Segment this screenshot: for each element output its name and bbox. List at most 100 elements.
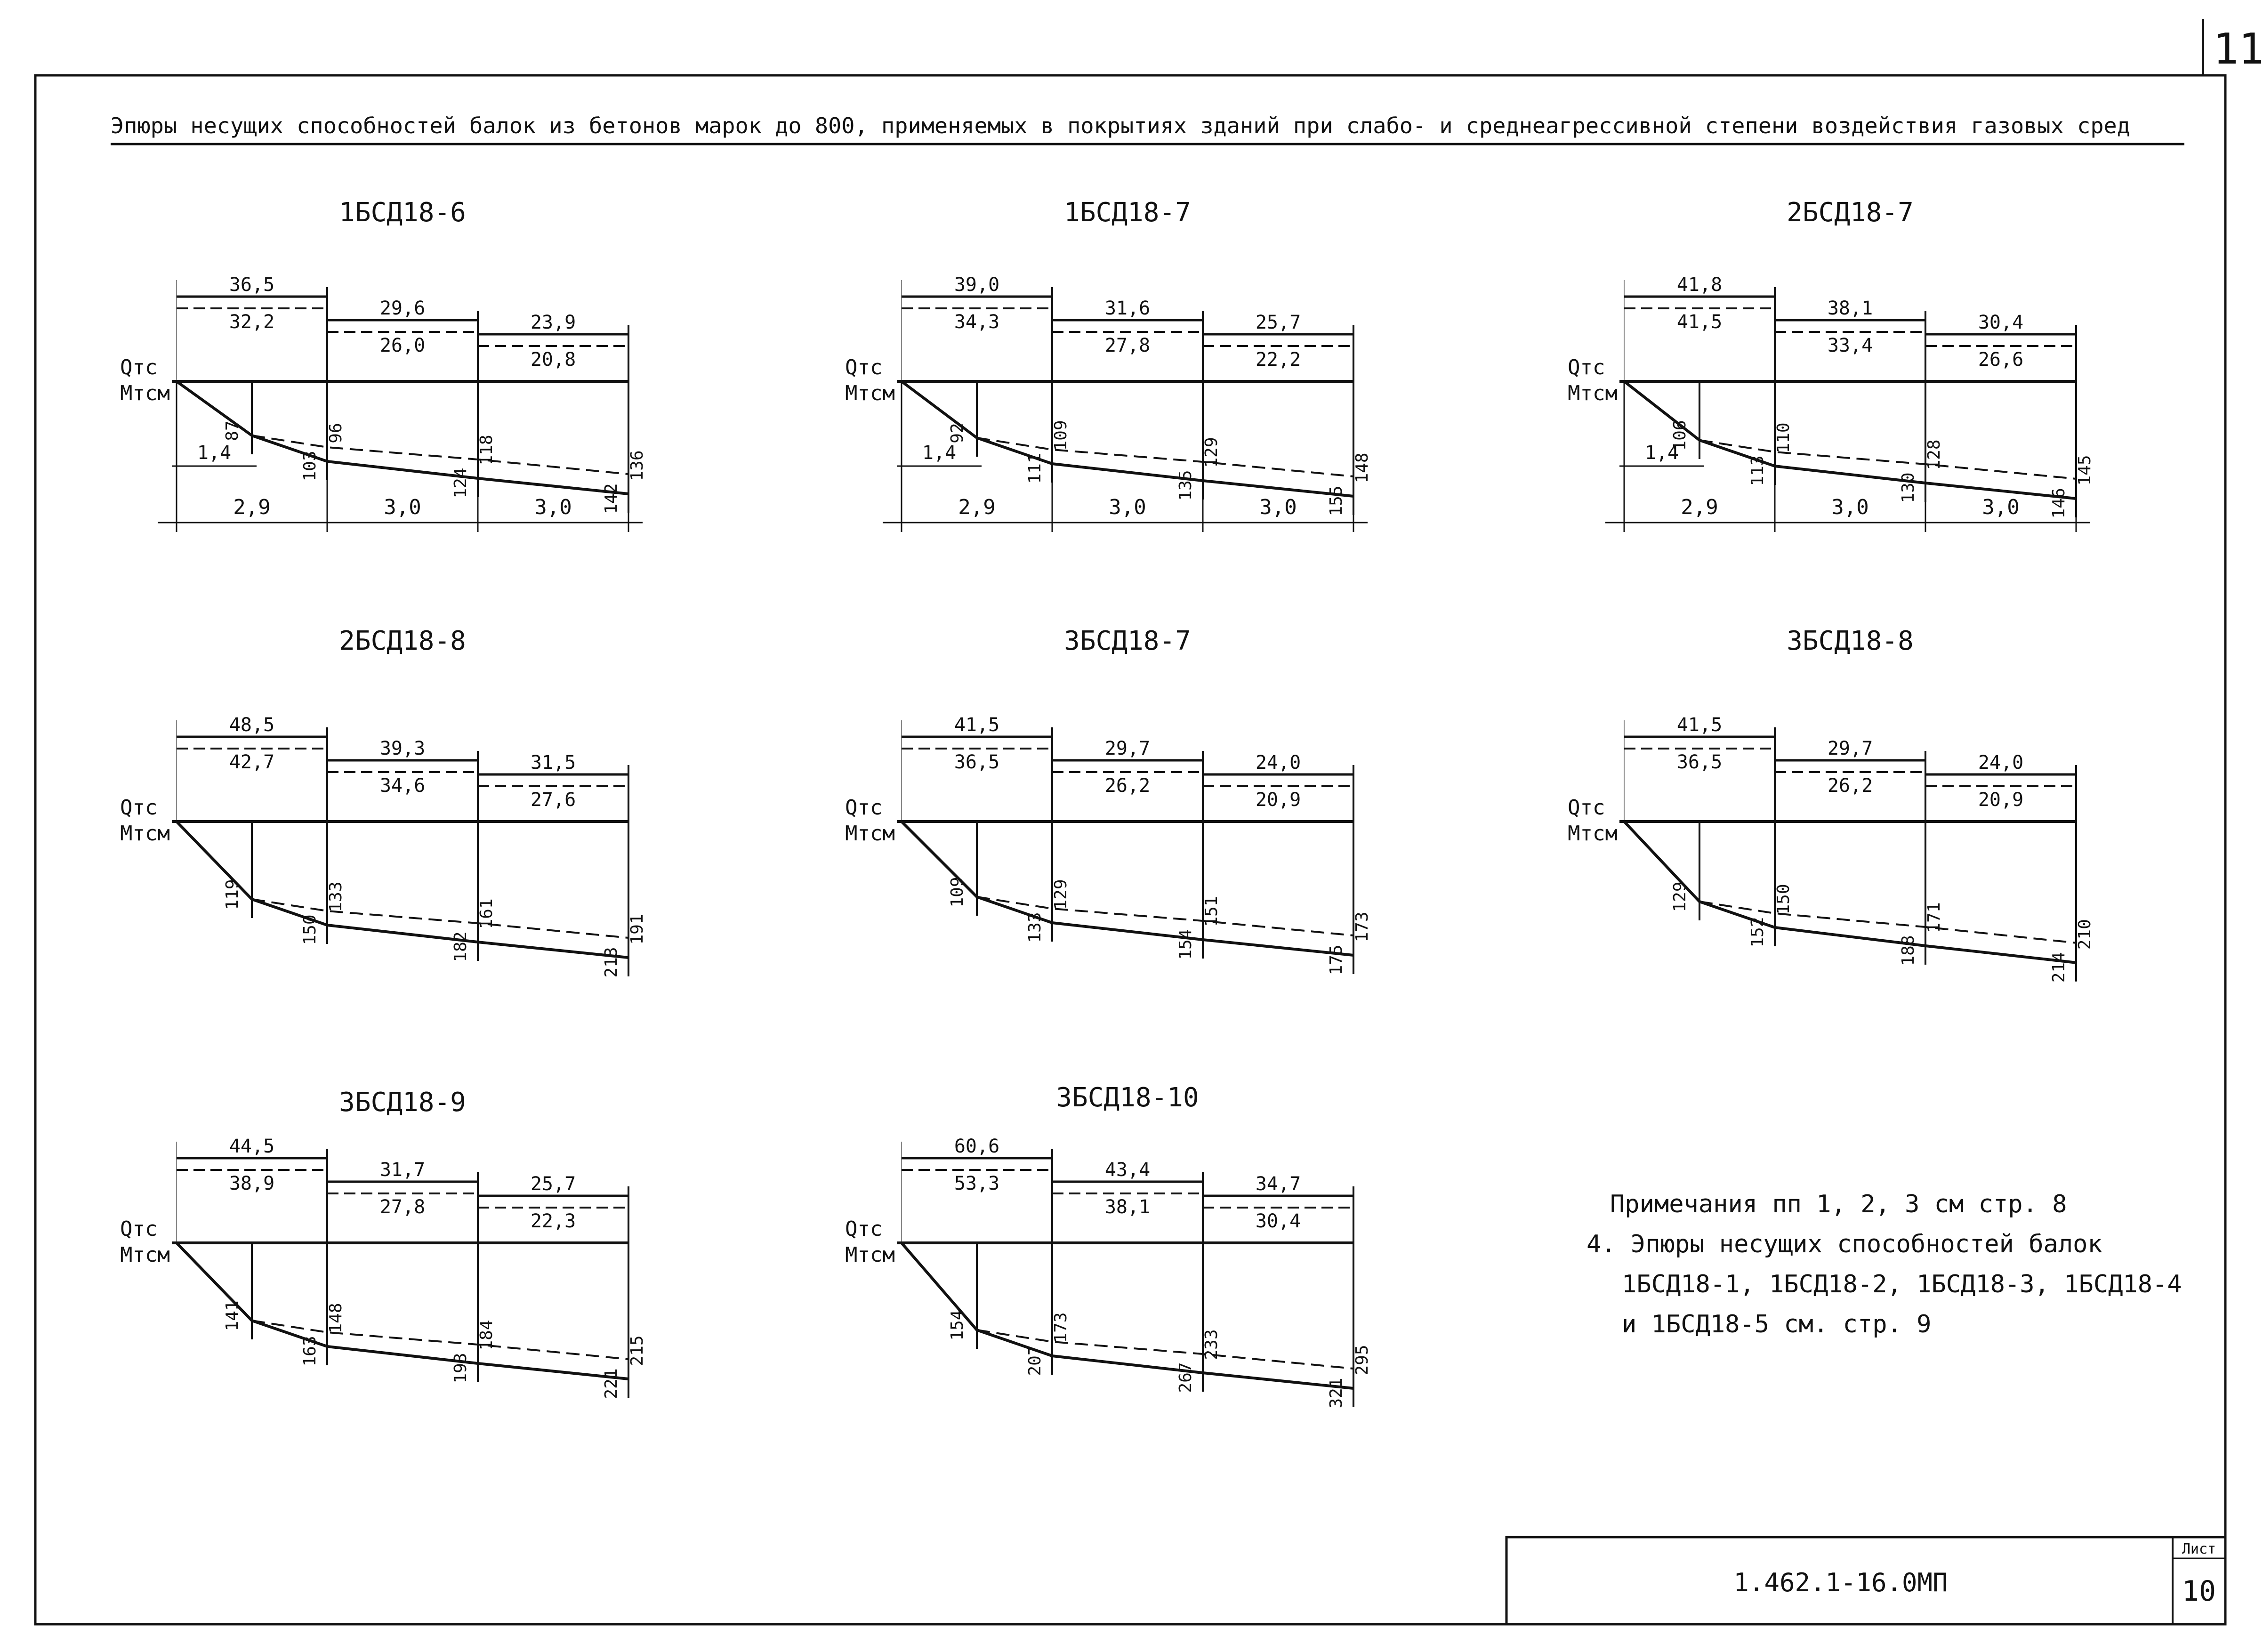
q-value-lower: 53,3 <box>954 1173 999 1194</box>
q-value-upper: 39,0 <box>954 274 999 296</box>
diagram-title: 1БСД18-7 <box>1064 197 1191 228</box>
q-value-upper: 44,5 <box>229 1136 274 1157</box>
q-value-lower: 33,4 <box>1828 335 1873 356</box>
m-value: 150 <box>300 914 320 945</box>
q-value-upper: 29,7 <box>1828 738 1873 759</box>
axis-label-q: Qтс <box>845 1217 882 1241</box>
m-value: 109 <box>948 877 967 907</box>
q-value-lower: 26,2 <box>1828 775 1873 797</box>
m-value: 152 <box>1748 917 1767 947</box>
m-value: 110 <box>1774 422 1793 453</box>
m-value: 154 <box>1176 929 1195 959</box>
m-value: 188 <box>1899 935 1918 966</box>
q-value-upper: 29,7 <box>1105 738 1150 759</box>
q-value-lower: 20,9 <box>1978 789 2023 811</box>
q-value-upper: 25,7 <box>531 1173 576 1195</box>
m-value: 119 <box>223 879 242 910</box>
q-value-upper: 39,3 <box>380 738 425 759</box>
dim-span-value: 2,9 <box>1681 495 1718 519</box>
m-value: 103 <box>300 451 320 481</box>
axis-label-q: Qтс <box>1568 796 1605 820</box>
m-value: 111 <box>1025 453 1045 484</box>
beam-diagram: 1БСД18-636,532,229,626,023,920,8QтсМтсм8… <box>120 197 647 532</box>
q-value-upper: 41,8 <box>1677 274 1722 296</box>
dim-span-value: 2,9 <box>958 495 995 519</box>
m-envelope-dashed <box>1699 901 2077 944</box>
axis-label-q: Qтс <box>845 796 882 820</box>
dim-sub-value: 1,4 <box>197 442 231 464</box>
m-value: 173 <box>1353 911 1372 942</box>
m-value: 148 <box>326 1303 346 1333</box>
q-value-upper: 38,1 <box>1828 298 1873 319</box>
q-value-upper: 30,4 <box>1978 312 2023 333</box>
m-envelope-solid <box>1623 820 2077 964</box>
q-value-lower: 30,4 <box>1256 1210 1301 1232</box>
corner-number: 11 <box>2213 24 2263 74</box>
q-value-upper: 34,7 <box>1256 1173 1301 1195</box>
q-value-lower: 36,5 <box>954 751 999 773</box>
m-envelope-solid <box>175 820 629 959</box>
axis-label-m: Мтсм <box>845 381 895 405</box>
stamp-frame <box>1505 1536 2227 1626</box>
axis-label-m: Мтсм <box>1568 381 1618 405</box>
q-value-lower: 42,7 <box>229 751 274 773</box>
m-value: 321 <box>1327 1378 1346 1408</box>
q-value-lower: 22,3 <box>531 1210 576 1232</box>
m-value: 154 <box>948 1310 967 1340</box>
axis-label-q: Qтс <box>120 1217 157 1241</box>
m-envelope-solid <box>175 1241 629 1380</box>
sheet-number: 10 <box>2182 1575 2216 1608</box>
q-value-lower: 32,2 <box>229 311 274 333</box>
m-value: 214 <box>2049 952 2069 983</box>
m-envelope-dashed <box>976 437 1354 477</box>
beam-diagram: 3БСД18-944,538,931,727,825,722,3QтсМтсм1… <box>120 1087 647 1399</box>
m-value: 221 <box>602 1368 621 1399</box>
m-value: 141 <box>223 1300 242 1331</box>
m-value: 142 <box>602 483 621 514</box>
m-envelope-dashed <box>976 1329 1354 1370</box>
dim-span-value: 3,0 <box>384 495 421 519</box>
diagram-title: 2БСД18-7 <box>1787 197 1914 228</box>
q-value-upper: 25,7 <box>1256 312 1301 333</box>
diagram-title: 1БСД18-6 <box>339 197 466 228</box>
m-value: 163 <box>300 1336 320 1366</box>
m-envelope-dashed <box>251 435 629 475</box>
m-value: 193 <box>451 1353 470 1383</box>
q-value-upper: 31,5 <box>531 752 576 774</box>
q-value-lower: 26,6 <box>1978 349 2023 371</box>
m-value: 161 <box>477 898 496 929</box>
m-value: 130 <box>1899 472 1918 503</box>
axis-label-m: Мтсм <box>120 822 170 846</box>
dim-sub-value: 1,4 <box>1645 442 1679 464</box>
q-value-lower: 20,9 <box>1256 789 1301 811</box>
m-value: 133 <box>1025 912 1045 943</box>
q-value-upper: 31,7 <box>380 1159 425 1181</box>
m-envelope-dashed <box>251 898 629 939</box>
q-value-upper: 31,6 <box>1105 298 1150 319</box>
m-value: 96 <box>326 423 346 443</box>
q-value-lower: 34,3 <box>954 311 999 333</box>
dim-span-value: 3,0 <box>1259 495 1297 519</box>
note-line-4: и 1БСД18-5 см. стр. 9 <box>1622 1310 1931 1338</box>
drawing-code: 1.462.1-16.0МП <box>1733 1568 1948 1597</box>
m-value: 233 <box>1202 1329 1221 1360</box>
m-value: 182 <box>451 931 470 962</box>
axis-label-m: Мтсм <box>120 1243 170 1267</box>
q-value-upper: 24,0 <box>1978 752 2023 774</box>
diagram-title: 2БСД18-8 <box>339 626 466 656</box>
m-value: 148 <box>1353 452 1372 483</box>
m-value: 129 <box>1051 879 1071 910</box>
q-value-lower: 26,0 <box>380 335 425 356</box>
beam-diagram: 1БСД18-739,034,331,627,825,722,2QтсМтсм9… <box>845 197 1372 532</box>
q-value-lower: 20,8 <box>531 349 576 371</box>
axis-label-q: Qтс <box>1568 355 1605 379</box>
q-value-upper: 29,6 <box>380 298 425 319</box>
beam-diagram: 3БСД18-741,536,529,726,224,020,9QтсМтсм1… <box>845 626 1372 975</box>
m-envelope-solid <box>901 380 1354 498</box>
q-value-lower: 26,2 <box>1105 775 1150 797</box>
m-envelope-solid <box>176 380 629 495</box>
m-value: 109 <box>1051 420 1071 451</box>
m-value: 128 <box>1925 439 1944 470</box>
m-value: 87 <box>223 420 242 441</box>
